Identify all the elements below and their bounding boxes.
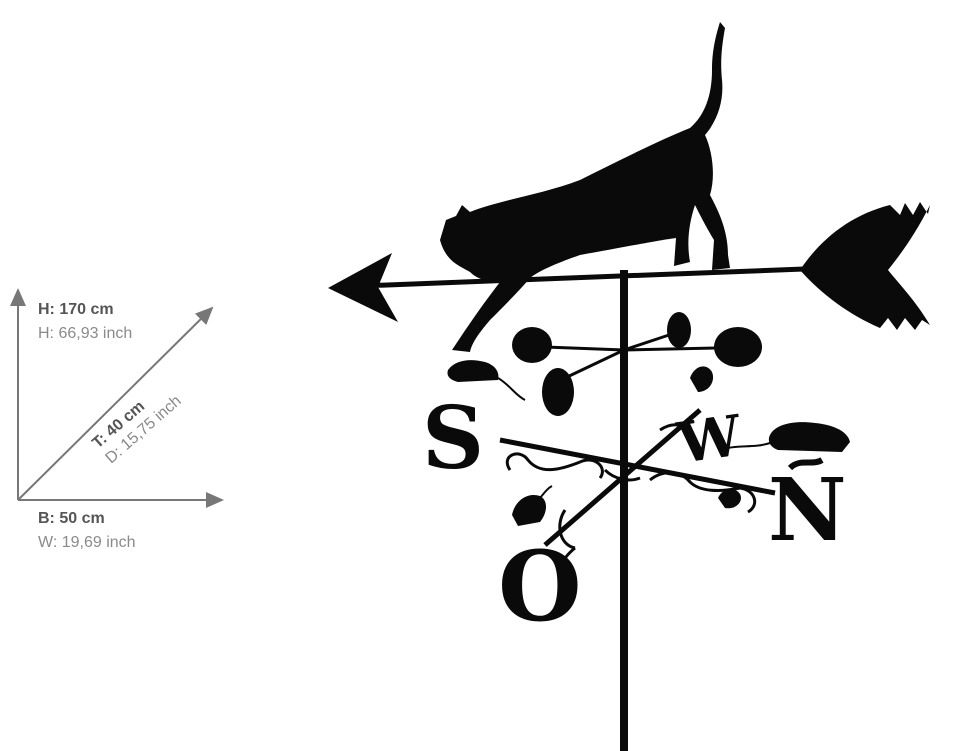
wind-cup	[542, 368, 574, 416]
wind-cup	[714, 327, 762, 367]
arrow-shaft	[359, 265, 831, 289]
mouse	[768, 422, 850, 452]
compass-letter-south: S	[422, 388, 484, 489]
height-cm-label: H: 170 cm	[38, 301, 114, 318]
arrow-head	[328, 253, 398, 322]
mouse	[512, 494, 546, 526]
arrow-tail	[800, 202, 930, 330]
mouse	[718, 489, 741, 509]
depth-axis-line	[17, 306, 214, 501]
wind-cup	[667, 312, 691, 348]
compass-letter-east: O	[498, 530, 582, 643]
pole	[620, 270, 628, 751]
scroll-ornament	[505, 423, 757, 584]
width-cm-label: B: 50 cm	[38, 510, 105, 527]
mouse	[690, 366, 714, 392]
compass-letter-north: N	[768, 460, 847, 561]
cat-body	[440, 22, 730, 352]
mouse	[447, 360, 499, 382]
width-inch-label: W: 19,69 inch	[38, 534, 136, 551]
height-inch-label: H: 66,93 inch	[38, 325, 133, 342]
compass-letter-west: W	[673, 402, 747, 476]
wind-cup	[512, 327, 552, 363]
